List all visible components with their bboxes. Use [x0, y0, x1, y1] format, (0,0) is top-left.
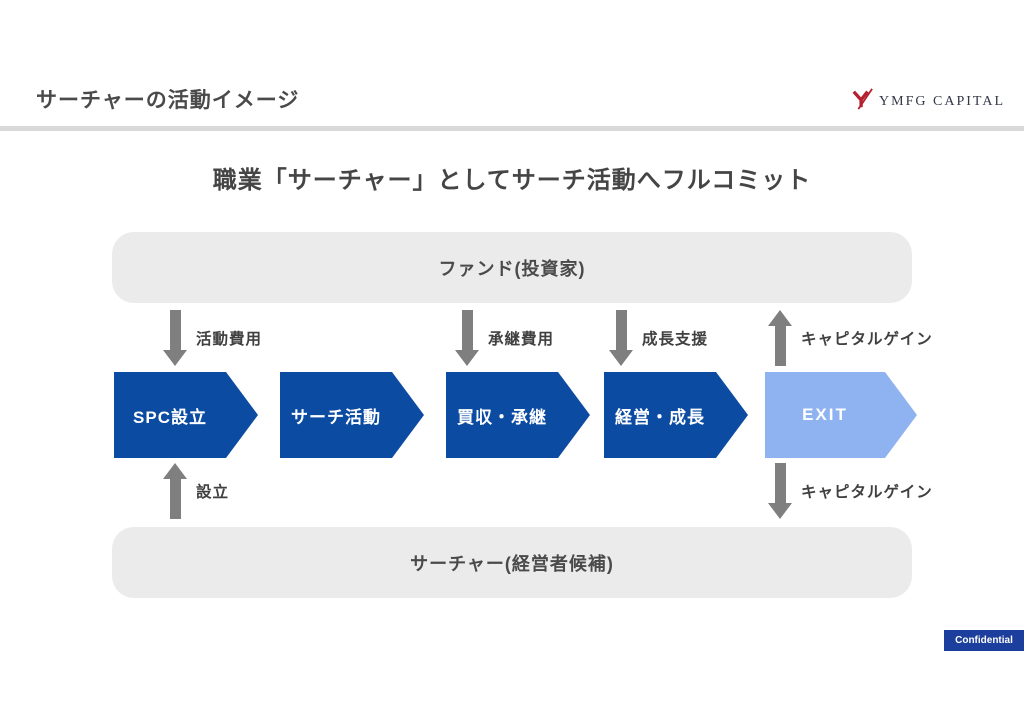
flow-label: 活動費用	[196, 331, 263, 348]
ymfg-logo-icon	[851, 88, 873, 115]
arrow-up-icon	[163, 463, 187, 519]
flow-establishment: 設立	[163, 462, 229, 520]
slide-heading: 職業「サーチャー」としてサーチ活動へフルコミット	[212, 167, 812, 194]
arrow-down-icon	[609, 310, 633, 366]
flow-succession-cost: 承継費用	[455, 309, 554, 367]
confidential-badge: Confidential	[944, 630, 1024, 651]
step-management-growth: 経営・成長	[604, 372, 748, 458]
arrow-down-icon	[455, 310, 479, 366]
flow-capital-gain-top: キャピタルゲイン	[768, 309, 933, 367]
step-acquisition-succession: 買収・承継	[446, 372, 590, 458]
searcher-box: サーチャー(経営者候補)	[112, 527, 912, 598]
logo-text: YMFG CAPITAL	[879, 93, 1005, 109]
step-search-activity: サーチ活動	[280, 372, 424, 458]
step-spc-setup: SPC設立	[114, 372, 258, 458]
step-exit: EXIT	[765, 372, 917, 458]
flow-label: キャピタルゲイン	[801, 331, 933, 348]
flow-label: 承継費用	[488, 331, 555, 348]
flow-label: 設立	[196, 484, 230, 501]
header-divider	[0, 126, 1024, 131]
fund-box: ファンド(投資家)	[112, 232, 912, 303]
arrow-down-icon	[163, 310, 187, 366]
company-logo: YMFG CAPITAL	[851, 88, 1005, 115]
flow-growth-support: 成長支援	[609, 309, 708, 367]
flow-activity-cost: 活動費用	[163, 309, 262, 367]
flow-label: キャピタルゲイン	[801, 484, 933, 501]
flow-label: 成長支援	[642, 331, 709, 348]
arrow-up-icon	[768, 310, 792, 366]
page-title: サーチャーの活動イメージ	[36, 89, 300, 112]
flow-capital-gain-bottom: キャピタルゲイン	[768, 462, 933, 520]
arrow-down-icon	[768, 463, 792, 519]
